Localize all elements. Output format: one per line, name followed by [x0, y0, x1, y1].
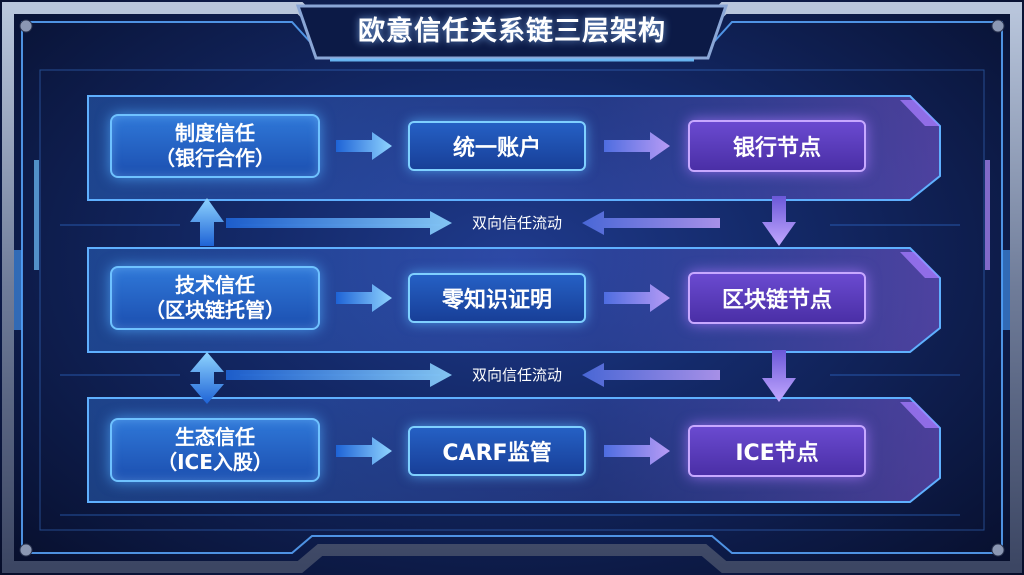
trust-label: 生态信任 — [175, 425, 255, 449]
node-box-ice: ICE节点 — [688, 425, 866, 477]
node-box-bank: 银行节点 — [688, 120, 866, 172]
trust-box-technical: 技术信任 （区块链托管） — [110, 266, 320, 330]
arrow-row3-a — [336, 437, 392, 465]
arrow-row3-b — [604, 437, 670, 465]
trust-box-institutional: 制度信任 （银行合作） — [110, 114, 320, 178]
node-box-blockchain: 区块链节点 — [688, 272, 866, 324]
flow-arrow-2-right — [226, 363, 452, 387]
arrow-row2-b — [604, 284, 670, 312]
trust-sublabel: （ICE入股） — [157, 450, 273, 474]
flow-label-1: 双向信任流动 — [471, 214, 562, 232]
trust-sublabel: （银行合作） — [155, 146, 275, 170]
trust-sublabel: （区块链托管） — [145, 298, 285, 322]
trust-label: 制度信任 — [175, 121, 255, 145]
vertical-arrow-up — [190, 198, 224, 246]
diagram-title: 欧意信任关系链三层架构 — [358, 16, 666, 47]
vertical-arrow-down-1 — [762, 196, 796, 246]
trust-label: 技术信任 — [175, 273, 255, 297]
flow-label-2: 双向信任流动 — [471, 366, 562, 384]
middle-box-unified-account: 统一账户 — [408, 121, 586, 171]
flow-arrow-1-right — [226, 211, 452, 235]
arrow-row1-a — [336, 132, 392, 160]
flow-arrow-1-left — [582, 211, 720, 235]
arrow-row2-a — [336, 284, 392, 312]
flow-arrow-2-left — [582, 363, 720, 387]
trust-box-ecosystem: 生态信任 （ICE入股） — [110, 418, 320, 482]
vertical-arrow-both — [190, 352, 224, 404]
middle-box-zero-knowledge: 零知识证明 — [408, 273, 586, 323]
middle-box-carf: CARF监管 — [408, 426, 586, 476]
arrow-row1-b — [604, 132, 670, 160]
vertical-arrow-down-2 — [762, 350, 796, 402]
